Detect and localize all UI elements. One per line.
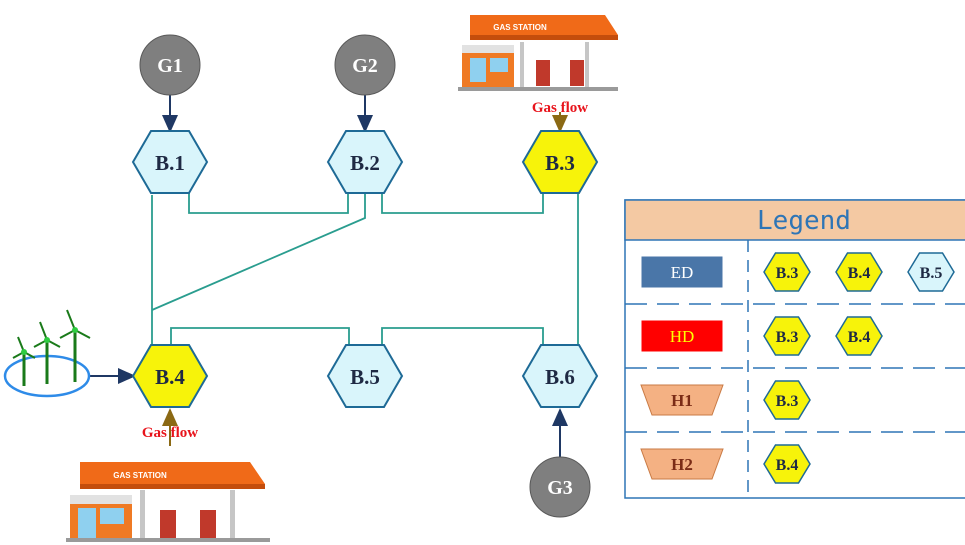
legend-key-hd-label: HD (670, 327, 695, 346)
legend-title: Legend (757, 206, 851, 236)
gas-flow-label-b3: Gas flow (532, 100, 588, 116)
generator-g2-label: G2 (352, 55, 378, 77)
wind-turbine-icon (59, 309, 91, 382)
legend-bus-hex (763, 316, 811, 356)
pipeline-network (151, 192, 579, 345)
generator-g1-label: G1 (157, 55, 183, 77)
pipe-b5-b6 (381, 327, 544, 345)
generator-g3-label: G3 (547, 477, 573, 499)
wind-turbine-icon (33, 321, 61, 384)
legend-key-h1-label: H1 (671, 391, 693, 410)
legend-bus-label: B.3 (776, 265, 799, 282)
legend-bus-label: B.3 (776, 393, 799, 410)
gas-station-icon: GAS STATION (66, 462, 270, 542)
legend-bus-hex (763, 252, 811, 292)
legend-key-ed-label: ED (671, 263, 694, 282)
gas-station-sign: GAS STATION (493, 23, 547, 32)
pipe-b2-b3 (381, 192, 544, 214)
generator-g3: G3 (529, 456, 591, 518)
gas-station-icon: GAS STATION (458, 15, 618, 91)
bus-b2: B.2 (326, 130, 404, 194)
gas-flow-arrows (162, 112, 568, 446)
legend-key-h2-trapezoid (640, 448, 724, 480)
bus-b5: B.5 (326, 344, 404, 408)
bus-b5-label: B.5 (350, 365, 380, 389)
legend-bus-hex (763, 380, 811, 420)
legend-bus-label: B.4 (776, 457, 799, 474)
bus-b3-label: B.3 (545, 151, 575, 175)
legend-bus-hex (835, 316, 883, 356)
legend-key-h1-trapezoid (640, 384, 724, 416)
legend-key-hd-box (640, 319, 724, 353)
pipe-b4-b5 (170, 327, 350, 345)
generator-g2: G2 (334, 34, 396, 96)
legend-bus-label: B.4 (848, 329, 871, 346)
bus-b2-label: B.2 (350, 151, 380, 175)
legend-bus-label: B.4 (848, 265, 871, 282)
bus-b1: B.1 (131, 130, 209, 194)
gas-station-sign: GAS STATION (113, 471, 167, 480)
legend-key-ed-box (640, 255, 724, 289)
bus-b6-label: B.6 (545, 365, 575, 389)
pipe-b2-b4 (151, 192, 366, 311)
gas-flow-label-b4: Gas flow (142, 425, 198, 441)
bus-b1-label: B.1 (155, 151, 185, 175)
pipe-b1-b2 (188, 192, 349, 214)
bus-b3: B.3 (521, 130, 599, 194)
legend-bus-hex (907, 252, 955, 292)
legend-bus-label: B.3 (776, 329, 799, 346)
bus-b6: B.6 (521, 344, 599, 408)
wind-turbine-icon (12, 336, 36, 386)
generator-arrows (90, 95, 568, 457)
bus-b4-label: B.4 (155, 365, 185, 389)
legend-bus-hex (763, 444, 811, 484)
legend-key-h2-label: H2 (671, 455, 693, 474)
bus-b4: B.4 (131, 344, 209, 408)
wind-farm-icon (3, 309, 91, 398)
legend-header (624, 199, 965, 241)
generator-g1: G1 (139, 34, 201, 96)
legend-bus-label: B.5 (920, 265, 943, 282)
legend-bus-hex (835, 252, 883, 292)
